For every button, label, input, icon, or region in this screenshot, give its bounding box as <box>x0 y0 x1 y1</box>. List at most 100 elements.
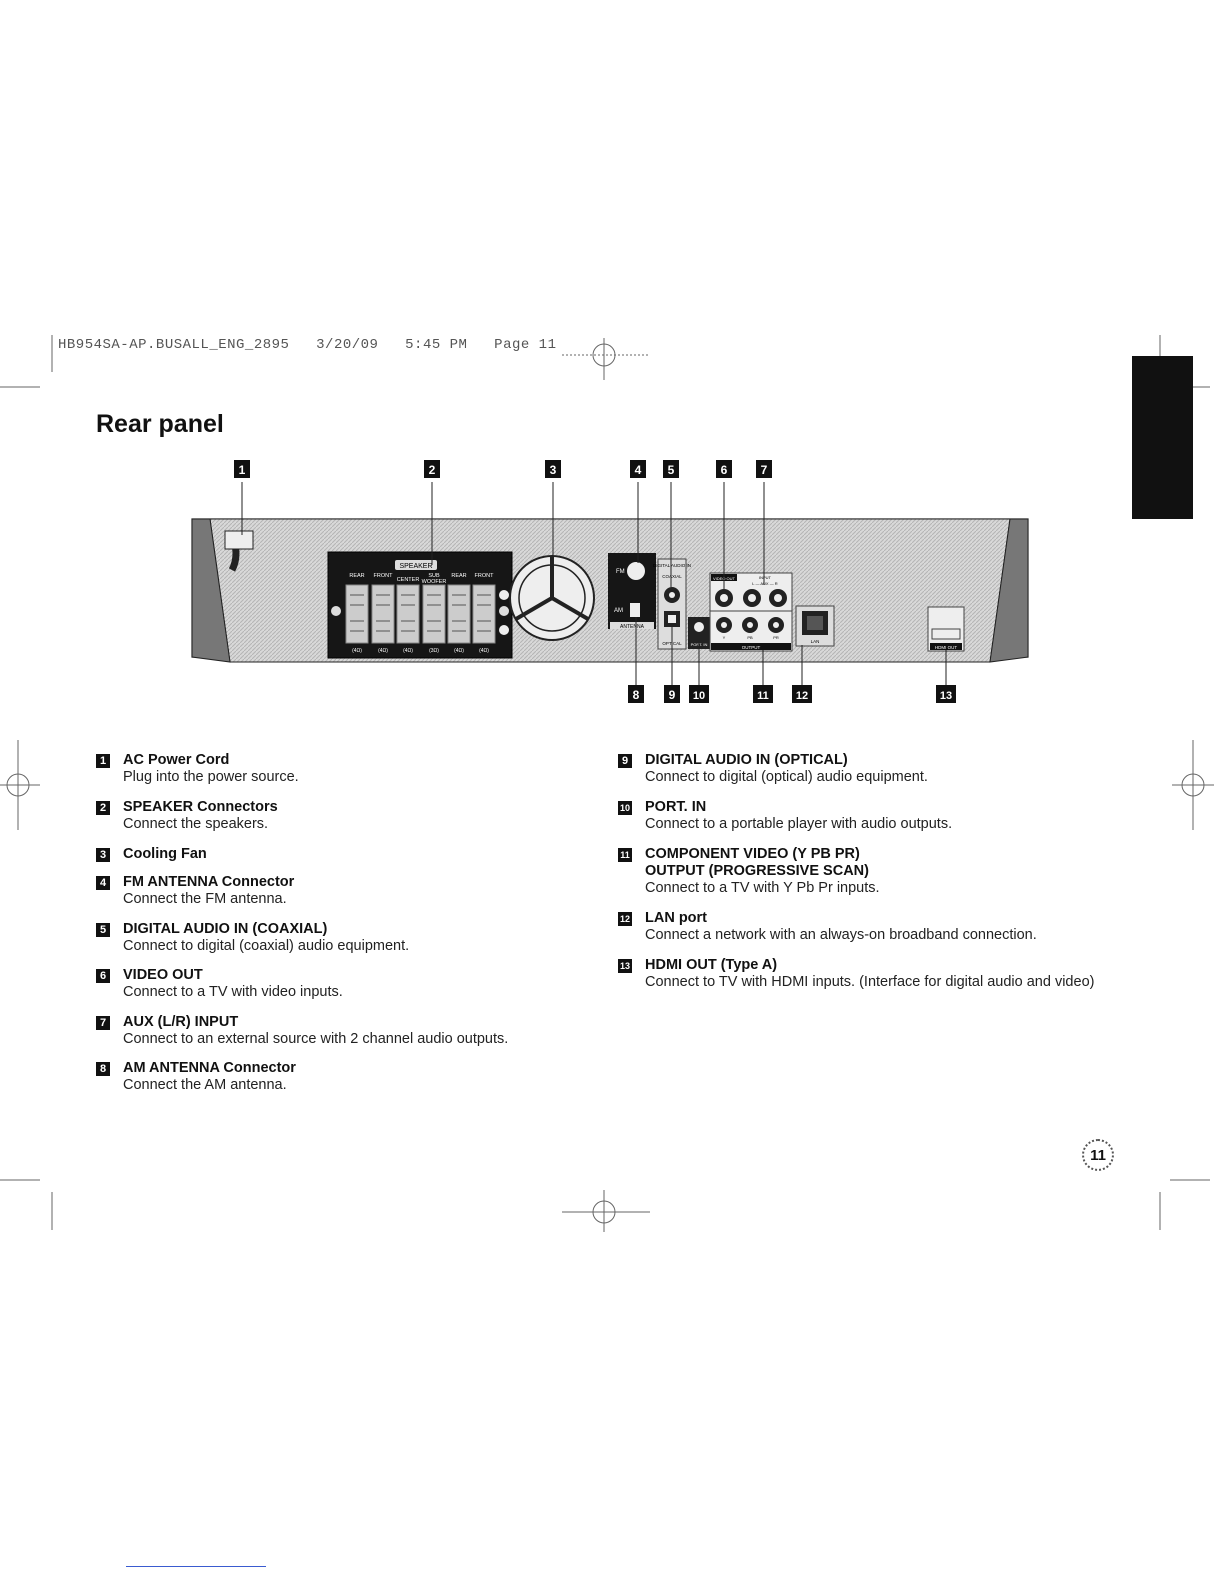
list-item: 2 SPEAKER Connectors Connect the speaker… <box>96 799 566 833</box>
svg-text:SUB: SUB <box>428 573 440 579</box>
list-item: 10 PORT. IN Connect to a portable player… <box>618 799 1138 833</box>
callout-lines <box>241 482 947 685</box>
svg-text:AM: AM <box>614 608 623 614</box>
item-heading: HDMI OUT (Type A) <box>645 957 778 973</box>
rear-panel-diagram: SPEAKER REAR FRONT CENTER SUB WOOFER REA… <box>191 460 1029 703</box>
speaker-terminals: SPEAKER REAR FRONT CENTER SUB WOOFER REA… <box>327 551 513 659</box>
svg-text:(3Ω): (3Ω) <box>429 648 439 654</box>
svg-text:8: 8 <box>633 688 640 702</box>
list-item: 8 AM ANTENNA Connector Connect the AM an… <box>96 1060 566 1094</box>
svg-text:REAR: REAR <box>451 573 466 579</box>
item-heading: DIGITAL AUDIO IN (COAXIAL) <box>123 921 328 937</box>
item-description: Plug into the power source. <box>123 769 299 785</box>
item-description: Connect to a TV with Y Pb Pr inputs. <box>645 880 880 896</box>
item-description: Connect a network with an always-on broa… <box>645 927 1037 943</box>
item-number: 2 <box>96 801 110 815</box>
hdmi-block: HDMI OUT <box>927 606 965 652</box>
item-heading: VIDEO OUT <box>123 967 203 983</box>
svg-text:(4Ω): (4Ω) <box>454 648 464 654</box>
svg-text:4: 4 <box>635 463 642 477</box>
svg-text:(4Ω): (4Ω) <box>352 648 362 654</box>
list-item: 12 LAN port Connect a network with an al… <box>618 910 1138 944</box>
item-heading: FM ANTENNA Connector <box>123 874 295 890</box>
svg-text:PB: PB <box>747 635 753 640</box>
video-aux-block: VIDEO OUT INPUT L — AUX — R <box>709 572 793 612</box>
svg-text:10: 10 <box>693 690 705 702</box>
speaker-label: SPEAKER <box>399 563 432 570</box>
svg-text:(4Ω): (4Ω) <box>479 648 489 654</box>
item-number: 6 <box>96 969 110 983</box>
item-heading: PORT. IN <box>645 799 707 815</box>
svg-text:FRONT: FRONT <box>374 573 394 579</box>
item-number: 10 <box>618 801 632 815</box>
item-heading: AUX (L/R) INPUT <box>123 1014 239 1030</box>
svg-text:9: 9 <box>669 688 676 702</box>
svg-text:FM: FM <box>616 569 625 575</box>
item-heading: COMPONENT VIDEO (Y PB PR) <box>645 846 860 862</box>
svg-text:1: 1 <box>239 463 246 477</box>
item-number: 3 <box>96 848 110 862</box>
item-number: 1 <box>96 754 110 768</box>
item-number: 11 <box>618 848 632 862</box>
svg-text:12: 12 <box>796 690 808 702</box>
svg-text:REAR: REAR <box>349 573 364 579</box>
item-heading: AM ANTENNA Connector <box>123 1060 296 1076</box>
svg-text:INPUT: INPUT <box>759 575 772 580</box>
svg-text:6: 6 <box>721 463 728 477</box>
component-output-block: Y PB PR OUTPUT <box>709 610 793 652</box>
svg-text:13: 13 <box>940 690 952 702</box>
lan-block: LAN <box>795 605 835 647</box>
list-item: 6 VIDEO OUT Connect to a TV with video i… <box>96 967 566 1001</box>
item-heading-line-2: OUTPUT (PROGRESSIVE SCAN) <box>645 863 869 879</box>
list-item: 11 COMPONENT VIDEO (Y PB PR) OUTPUT (PRO… <box>618 846 1138 897</box>
svg-text:5: 5 <box>668 463 675 477</box>
svg-text:WOOFER: WOOFER <box>422 579 447 585</box>
svg-text:OUTPUT: OUTPUT <box>742 645 761 650</box>
item-description: Connect to a portable player with audio … <box>645 816 953 832</box>
svg-text:3: 3 <box>550 463 557 477</box>
svg-text:LAN: LAN <box>811 639 820 644</box>
item-heading: Cooling Fan <box>123 846 207 862</box>
list-item: 9 DIGITAL AUDIO IN (OPTICAL) Connect to … <box>618 752 1138 786</box>
svg-text:11: 11 <box>757 690 769 702</box>
cooling-fan <box>509 555 595 641</box>
item-description: Connect to digital (optical) audio equip… <box>645 769 928 785</box>
page-number: 11 <box>1082 1139 1114 1171</box>
svg-text:2: 2 <box>429 463 436 477</box>
item-number: 4 <box>96 876 110 890</box>
svg-text:CENTER: CENTER <box>397 577 420 583</box>
item-description: Connect the FM antenna. <box>123 891 287 907</box>
item-number: 13 <box>618 959 632 973</box>
item-number: 7 <box>96 1016 110 1030</box>
svg-text:(4Ω): (4Ω) <box>403 648 413 654</box>
print-slug: HB954SA-AP.BUSALL_ENG_2895 3/20/09 5:45 … <box>58 337 557 353</box>
svg-text:(4Ω): (4Ω) <box>378 648 388 654</box>
item-heading: AC Power Cord <box>123 752 230 768</box>
item-description: Connect to TV with HDMI inputs. (Interfa… <box>645 974 1095 990</box>
svg-text:FRONT: FRONT <box>475 573 495 579</box>
item-description: Connect the AM antenna. <box>123 1077 287 1093</box>
list-item: 3 Cooling Fan <box>96 846 566 863</box>
item-number: 5 <box>96 923 110 937</box>
item-number: 12 <box>618 912 632 926</box>
svg-text:COAXIAL: COAXIAL <box>662 574 682 579</box>
list-item: 1 AC Power Cord Plug into the power sour… <box>96 752 566 786</box>
item-number: 8 <box>96 1062 110 1076</box>
item-heading: LAN port <box>645 910 708 926</box>
callout-badges: 1 2 3 4 5 6 7 8 9 10 11 12 13 <box>234 460 956 703</box>
item-description: Connect to a TV with video inputs. <box>123 984 343 1000</box>
item-heading: DIGITAL AUDIO IN (OPTICAL) <box>645 752 848 768</box>
section-tab <box>1132 356 1193 519</box>
svg-text:PR: PR <box>773 635 779 640</box>
list-item: 5 DIGITAL AUDIO IN (COAXIAL) Connect to … <box>96 921 566 955</box>
item-description: Connect the speakers. <box>123 816 269 832</box>
divider <box>126 1566 266 1567</box>
list-item: 7 AUX (L/R) INPUT Connect to an external… <box>96 1014 566 1048</box>
page-title: Rear panel <box>96 410 224 438</box>
svg-text:L — AUX — R: L — AUX — R <box>752 581 778 586</box>
item-description: Connect to an external source with 2 cha… <box>123 1031 509 1047</box>
svg-text:7: 7 <box>761 463 768 477</box>
list-item: 4 FM ANTENNA Connector Connect the FM an… <box>96 874 566 908</box>
svg-text:ANTENNA: ANTENNA <box>620 624 645 630</box>
